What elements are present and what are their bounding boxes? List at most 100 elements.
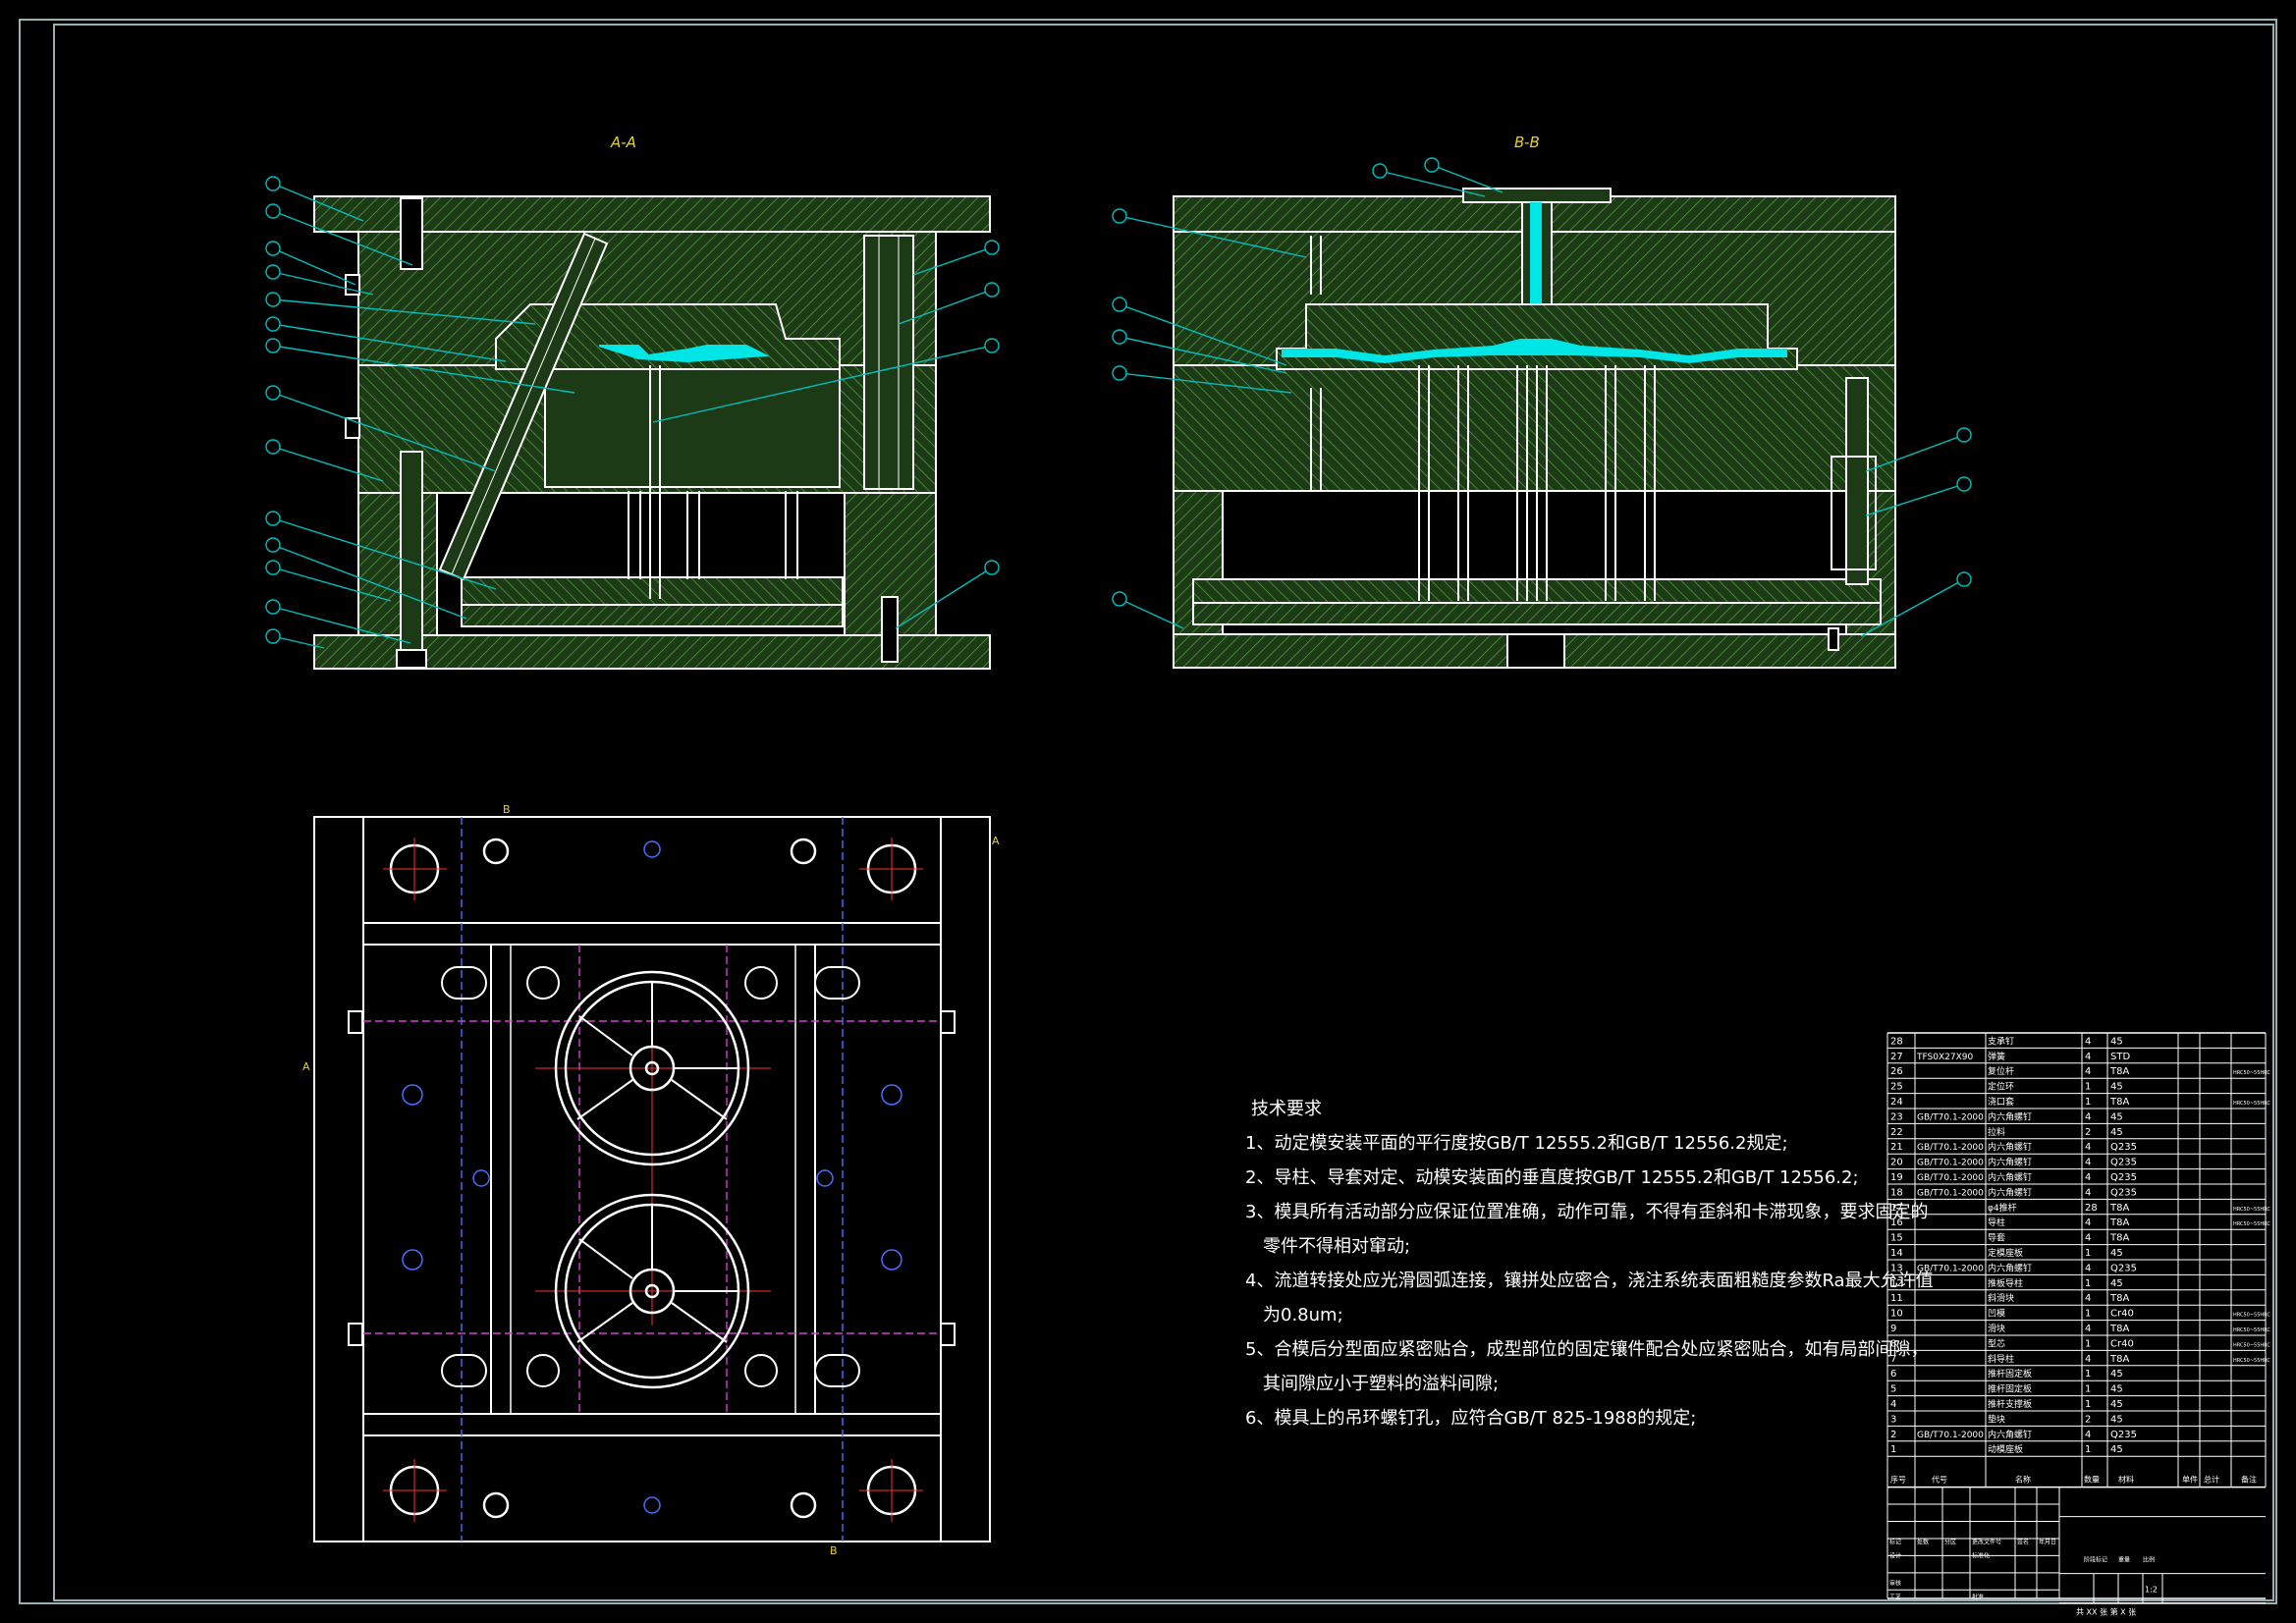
bom-material: T8A <box>2109 1066 2129 1077</box>
bom-name: 垫块 <box>1988 1413 2005 1425</box>
bom-qty: 2 <box>2085 1127 2091 1138</box>
bom-qty: 4 <box>2085 1158 2091 1168</box>
bom-qty: 1 <box>2085 1399 2091 1410</box>
tech-item: 6、模具上的吊环螺钉孔，应符合GB/T 825-1988的规定; <box>1245 1408 1697 1429</box>
svg-text:B: B <box>503 803 511 816</box>
bom-code: GB/T70.1-2000 <box>1917 1159 1984 1168</box>
bom-material: 45 <box>2110 1384 2123 1395</box>
title-block-cell: 审核 <box>1889 1580 1901 1588</box>
bom-no: 13 <box>1890 1263 1903 1273</box>
title-block-cell: 设计 <box>1889 1552 1901 1560</box>
bom-name: 拉料 <box>1988 1126 2005 1138</box>
bom-material: Q235 <box>2110 1158 2137 1168</box>
svg-text:B: B <box>830 1544 838 1557</box>
bom-note: HRC50~55HRC <box>2233 1101 2270 1107</box>
tech-item-cont: 为0.8um; <box>1263 1305 1343 1325</box>
title-block-cell: 签名 <box>2017 1539 2029 1546</box>
bom-no: 22 <box>1890 1127 1903 1138</box>
bom-material: 45 <box>2110 1278 2123 1289</box>
section-a-label: A-A <box>610 134 636 151</box>
tech-item: 2、导柱、导套对定、动模安装面的垂直度按GB/T 12555.2和GB/T 12… <box>1245 1167 1859 1188</box>
tech-item: 1、动定模安装平面的平行度按GB/T 12555.2和GB/T 12556.2规… <box>1245 1133 1788 1154</box>
bom-no: 11 <box>1890 1293 1903 1304</box>
bom-qty: 1 <box>2085 1082 2091 1093</box>
bom-qty: 4 <box>2085 1066 2091 1077</box>
bom-material: 45 <box>2110 1111 2123 1122</box>
bom-material: T8A <box>2109 1203 2129 1214</box>
bom-qty: 1 <box>2085 1248 2091 1259</box>
bom-no: 9 <box>1890 1324 1896 1334</box>
bom-no: 14 <box>1890 1248 1903 1259</box>
bom-header: 材料 <box>2118 1475 2134 1485</box>
bom-qty: 1 <box>2085 1097 2091 1108</box>
bom-qty: 2 <box>2085 1414 2091 1425</box>
bom-note: HRC50~55HRC <box>2233 1358 2270 1364</box>
bom-material: Q235 <box>2110 1430 2137 1440</box>
bom-no: 21 <box>1890 1142 1903 1153</box>
bom-material: T8A <box>2109 1293 2129 1304</box>
bom-name: φ4推杆 <box>1988 1202 2017 1214</box>
bom-name: 推板导柱 <box>1988 1277 2023 1289</box>
bom-code: GB/T70.1-2000 <box>1917 1143 1984 1153</box>
bom-qty: 4 <box>2085 1324 2091 1334</box>
bom-no: 10 <box>1890 1309 1903 1320</box>
bom-qty: 1 <box>2085 1338 2091 1349</box>
bom-header: 代号 <box>1932 1475 1947 1485</box>
bom-name: 导套 <box>1988 1232 2005 1244</box>
bom-name: 内六角螺钉 <box>1988 1429 2032 1440</box>
bom-qty: 28 <box>2085 1203 2098 1214</box>
bom-material: 45 <box>2110 1036 2123 1047</box>
bom-material: 45 <box>2110 1399 2123 1410</box>
bom-no: 6 <box>1890 1369 1896 1380</box>
bom-header: 序号 <box>1890 1475 1906 1485</box>
outer-frame <box>19 19 2277 1604</box>
tech-item: 4、流道转接处应光滑圆弧连接，镶拼处应密合，浇注系统表面粗糙度参数Ra最大允许值 <box>1245 1271 1934 1291</box>
bom-material: Q235 <box>2110 1142 2137 1153</box>
bom-name: 内六角螺钉 <box>1988 1186 2032 1198</box>
section-b-b: B-B <box>1112 134 1972 669</box>
title-block-cell: 处数 <box>1917 1539 1929 1546</box>
bom-no: 2 <box>1890 1430 1896 1440</box>
bom-name: 斜滑块 <box>1988 1292 2014 1304</box>
title-block-cell: 工艺 <box>1889 1594 1901 1601</box>
bom-qty: 4 <box>2085 1217 2091 1228</box>
bom-material: 45 <box>2110 1369 2123 1380</box>
bom-name: 支承钉 <box>1988 1035 2014 1047</box>
bom-material: T8A <box>2109 1233 2129 1244</box>
bom-note: HRC50~55HRC <box>2233 1207 2270 1213</box>
tech-item-cont: 零件不得相对窜动; <box>1263 1236 1411 1257</box>
bom-material: 45 <box>2110 1127 2123 1138</box>
bom-material: T8A <box>2109 1097 2129 1108</box>
bom-no: 1 <box>1890 1444 1896 1455</box>
svg-text:A: A <box>992 835 1000 847</box>
bom-name: 斜导柱 <box>1988 1353 2014 1365</box>
bom-qty: 1 <box>2085 1384 2091 1395</box>
bom-qty: 1 <box>2085 1309 2091 1320</box>
bom-material: T8A <box>2109 1217 2129 1228</box>
title-block-cell: 阶段标记 <box>2084 1556 2107 1564</box>
bom-qty: 1 <box>2085 1278 2091 1289</box>
bom-note: HRC50~55HRC <box>2233 1070 2270 1076</box>
bom-no: 8 <box>1890 1338 1896 1349</box>
tech-title: 技术要求 <box>1251 1099 1322 1119</box>
bom-name: 滑块 <box>1988 1323 2005 1334</box>
bom-no: 17 <box>1890 1203 1903 1214</box>
title-block-cell: 标记 <box>1889 1539 1901 1546</box>
bom-no: 3 <box>1890 1414 1896 1425</box>
title-block-cell: 标准化 <box>1972 1552 1990 1560</box>
bom-no: 25 <box>1890 1082 1903 1093</box>
bom-no: 24 <box>1890 1097 1903 1108</box>
bom-qty: 4 <box>2085 1187 2091 1198</box>
bom-name: 浇口套 <box>1988 1096 2014 1108</box>
title-block-cell: 批准 <box>1972 1594 1984 1601</box>
bom-no: 19 <box>1890 1172 1903 1183</box>
bom-material: T8A <box>2109 1324 2129 1334</box>
bom-no: 12 <box>1890 1278 1903 1289</box>
plan-view: B B A A <box>302 803 1000 1557</box>
bom-qty: 4 <box>2085 1263 2091 1273</box>
bom-qty: 4 <box>2085 1233 2091 1244</box>
bom-code: GB/T70.1-2000 <box>1917 1112 1984 1122</box>
bom-material: Cr40 <box>2110 1309 2134 1320</box>
title-block-scale: 1:2 <box>2145 1586 2158 1595</box>
